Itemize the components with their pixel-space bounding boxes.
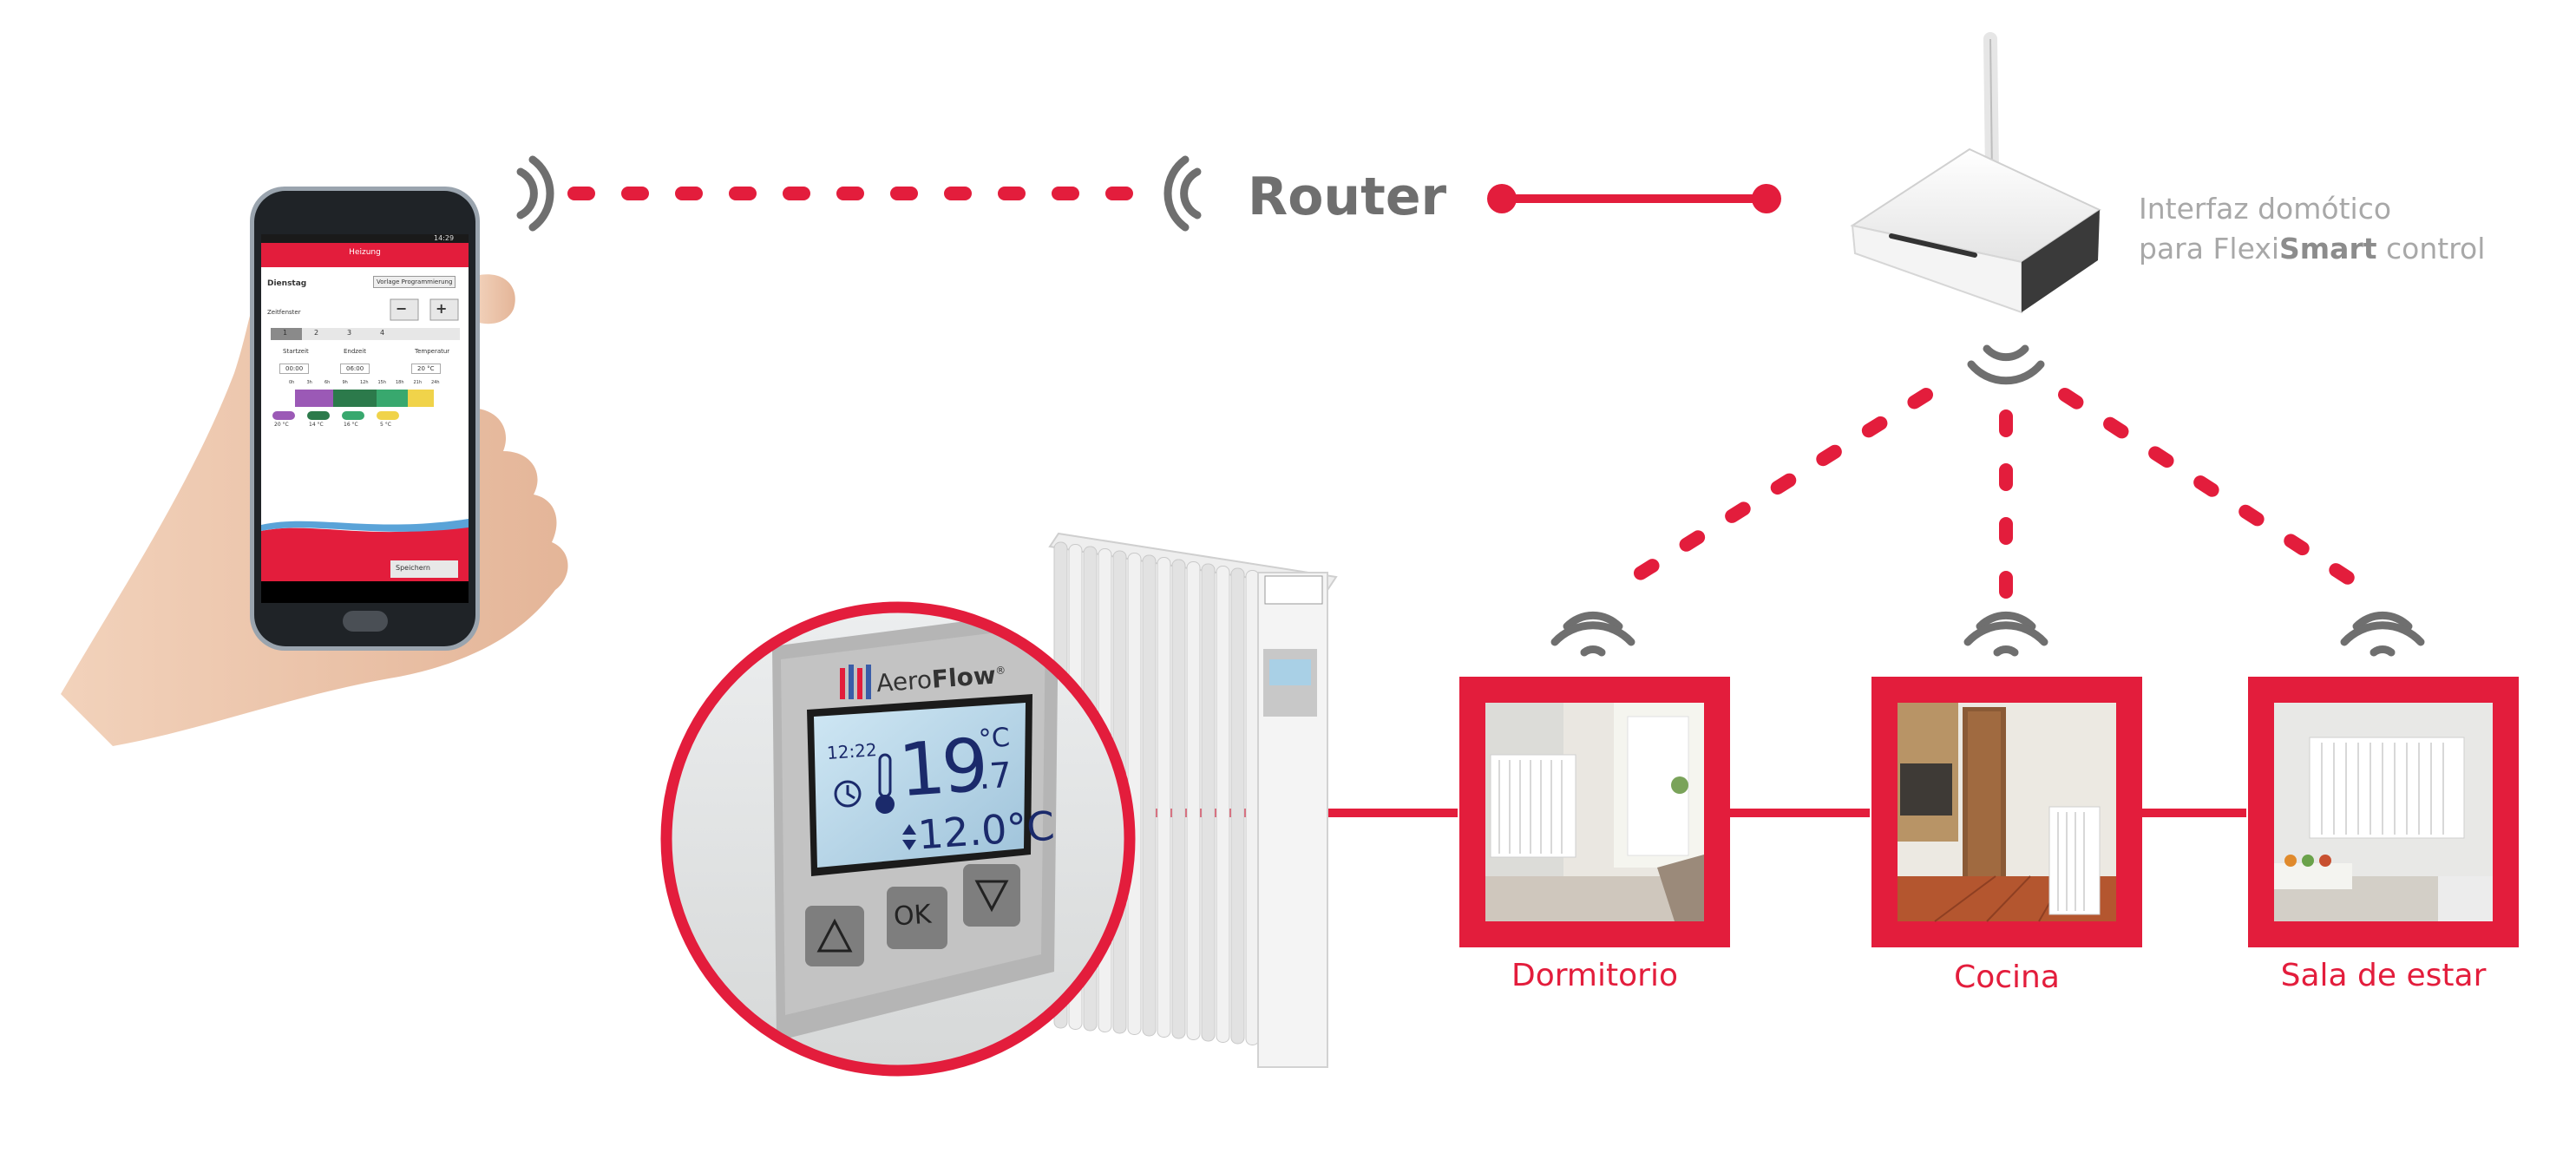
app-hour-label: 9h bbox=[343, 380, 348, 385]
radiator-fin bbox=[1246, 571, 1259, 1045]
app-save-button[interactable]: Speichern bbox=[396, 564, 430, 572]
interface-label: Interfaz domótico para FlexiSmart contro… bbox=[2139, 189, 2485, 269]
brand-mark: ® bbox=[995, 664, 1006, 677]
ok-button-label[interactable]: OK bbox=[893, 900, 933, 933]
app-hour-label: 21h bbox=[414, 380, 423, 385]
app-tab-1[interactable]: 1 bbox=[283, 329, 287, 337]
router-label: Router bbox=[1248, 167, 1446, 227]
plus-icon[interactable]: + bbox=[436, 300, 447, 317]
radiator-fin bbox=[1187, 562, 1200, 1040]
app-hour-label: 24h bbox=[431, 380, 440, 385]
app-col-start: Startzeit bbox=[283, 348, 309, 355]
router-interface-solid-link bbox=[1487, 184, 1781, 213]
app-legend-2: 14 °C bbox=[309, 422, 324, 428]
app-legend-3: 16 °C bbox=[344, 422, 358, 428]
interface-line2-suffix: control bbox=[2377, 232, 2486, 265]
lcd-set-temperature: 12.0°C bbox=[916, 802, 1056, 859]
app-tab-3[interactable]: 3 bbox=[347, 329, 351, 337]
app-header: Heizung bbox=[261, 248, 469, 257]
app-tab-2[interactable]: 2 bbox=[314, 329, 318, 337]
room-photo-sala-de-estar bbox=[2248, 677, 2519, 947]
lcd-time: 12:22 bbox=[826, 739, 877, 763]
interface-line2: para FlexiSmart control bbox=[2139, 229, 2485, 269]
app-zone-label: Zeitfenster bbox=[267, 309, 301, 316]
app-hour-label: 3h bbox=[307, 380, 312, 385]
wifi-icon bbox=[1968, 615, 2044, 652]
app-legend-1: 20 °C bbox=[274, 422, 289, 428]
radiator-fin bbox=[1202, 564, 1215, 1041]
app-end-field[interactable]: 06:00 bbox=[340, 364, 370, 374]
brand-prefix: Aero bbox=[875, 665, 933, 698]
small-radiator bbox=[2310, 737, 2464, 838]
interface-line1: Interfaz domótico bbox=[2139, 189, 2485, 229]
wifi-icon bbox=[521, 160, 550, 227]
down-button[interactable] bbox=[963, 864, 1020, 927]
app-status-time: 14:29 bbox=[434, 234, 454, 242]
radiator-fin bbox=[1172, 560, 1185, 1038]
room-label-cocina: Cocina bbox=[1871, 960, 2142, 995]
app-legend-4: 5 °C bbox=[380, 422, 391, 428]
radiator-fin bbox=[1143, 555, 1156, 1036]
app-col-temp: Temperatur bbox=[415, 348, 449, 355]
app-hour-label: 12h bbox=[360, 380, 369, 385]
small-radiator bbox=[1491, 755, 1576, 857]
app-hour-label: 0h bbox=[289, 380, 294, 385]
radiator-fin bbox=[1157, 558, 1170, 1038]
brand-bold: Flow bbox=[931, 661, 997, 694]
app-hour-label: 15h bbox=[378, 380, 387, 385]
radiator-fin bbox=[1216, 567, 1229, 1043]
small-radiator bbox=[2049, 807, 2100, 914]
up-button[interactable] bbox=[805, 906, 864, 966]
minus-icon[interactable]: − bbox=[396, 300, 407, 317]
app-tab-4[interactable]: 4 bbox=[380, 329, 384, 337]
lcd-temperature-unit: °C bbox=[978, 723, 1011, 755]
room-label-dormitorio: Dormitorio bbox=[1459, 958, 1730, 993]
app-hour-label: 6h bbox=[324, 380, 330, 385]
room-photo-cocina bbox=[1871, 677, 2142, 947]
room-photo-dormitorio bbox=[1459, 677, 1730, 947]
interface-line2-bold: Smart bbox=[2279, 232, 2376, 265]
router-device-image bbox=[1852, 39, 2100, 312]
wifi-icon bbox=[1168, 160, 1197, 227]
wifi-icon bbox=[1555, 615, 1631, 652]
lcd-temperature-decimal: .7 bbox=[977, 756, 1013, 798]
app-temp-field[interactable]: 20 °C bbox=[411, 364, 441, 374]
app-col-end: Endzeit bbox=[344, 348, 366, 355]
interface-room-dashed-links bbox=[1621, 395, 2360, 599]
interface-line2-prefix: para Flexi bbox=[2139, 232, 2279, 265]
wifi-icon bbox=[2344, 615, 2421, 652]
room-label-sala-de-estar: Sala de estar bbox=[2248, 958, 2519, 993]
lcd-temperature: 19 bbox=[896, 723, 987, 814]
app-hour-label: 18h bbox=[396, 380, 404, 385]
app-day: Dienstag bbox=[267, 279, 306, 288]
wifi-icon bbox=[1971, 349, 2041, 381]
radiator-fin bbox=[1231, 568, 1244, 1044]
app-start-field[interactable]: 00:00 bbox=[279, 364, 309, 374]
app-preset-button[interactable]: Vorlage Programmierung bbox=[373, 276, 456, 288]
